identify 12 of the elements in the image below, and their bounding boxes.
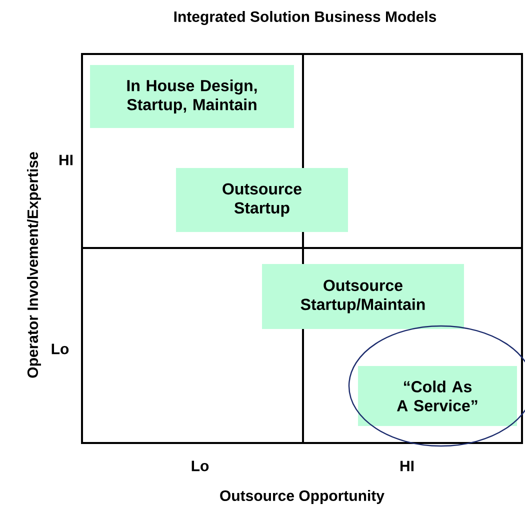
model-box: “Cold As A Service” <box>358 366 517 426</box>
axis-tick-label: Lo <box>52 344 69 354</box>
model-box: In House Design, Startup, Maintain <box>90 65 294 128</box>
node-label: “Cold As A Service” <box>396 380 478 412</box>
chart-title: Integrated Solution Business Models <box>174 10 436 26</box>
model-box: Outsource Startup/Maintain <box>262 264 464 329</box>
axis-tick-label: Lo <box>192 460 209 472</box>
axis-tick-label: HI <box>400 460 414 472</box>
model-box: Outsource Startup <box>176 168 348 232</box>
axis-title: Outsource Opportunity <box>220 490 384 504</box>
axis-title: Operator Involvement/Expertise <box>27 152 41 378</box>
axis-tick-label: HI <box>60 154 72 166</box>
